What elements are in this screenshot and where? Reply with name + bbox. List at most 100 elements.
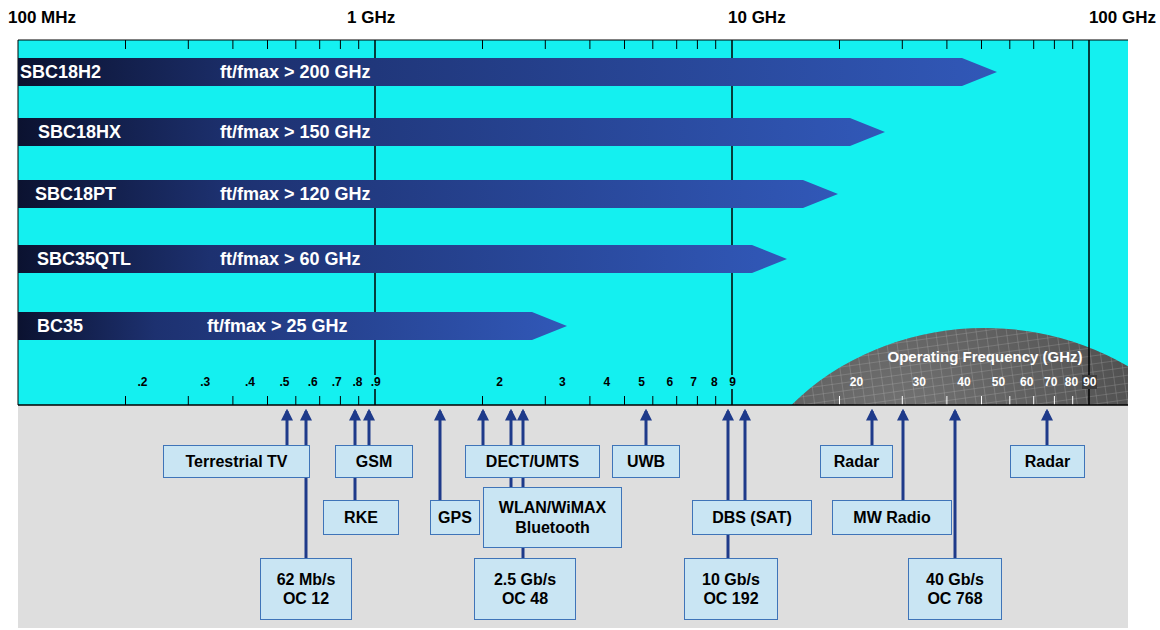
- pointer-arrow: [902, 411, 905, 500]
- axis-title: Operating Frequency (GHz): [887, 348, 1082, 366]
- axis-ticks: [126, 40, 716, 49]
- tick-label: 6: [665, 375, 674, 389]
- tick-label: .5: [278, 375, 290, 389]
- tick-label: 90: [1082, 375, 1097, 389]
- pointer-arrow: [727, 411, 730, 558]
- process-name: SBC18H2: [20, 58, 101, 86]
- application-label: Radar: [834, 452, 879, 471]
- application-box: Terrestrial TV: [163, 445, 310, 478]
- pointer-arrow: [744, 411, 747, 500]
- process-technology-bar: SBC18H2 ft/fmax > 200 GHz: [18, 58, 997, 86]
- application-box: DBS (SAT): [692, 500, 812, 535]
- process-technology-bar: SBC35QTLft/fmax > 60 GHz: [18, 245, 787, 273]
- tick-label: 2: [495, 375, 504, 389]
- frequency-spec: ft/fmax > 120 GHz: [220, 180, 371, 208]
- application-label: MW Radio: [853, 508, 930, 527]
- application-box: Radar: [820, 445, 893, 478]
- pointer-arrow: [439, 411, 442, 500]
- pointer-arrow: [286, 411, 289, 445]
- wafer: [725, 328, 1128, 405]
- application-label: Radar: [1025, 452, 1070, 471]
- application-label: 62 Mb/s OC 12: [270, 570, 342, 608]
- tick-label: .7: [331, 375, 343, 389]
- pointer-arrow: [368, 411, 371, 445]
- decade-line: [731, 40, 733, 405]
- application-label: GPS: [438, 508, 472, 527]
- tick-label: 3: [558, 375, 567, 389]
- application-box: UWB: [612, 445, 680, 478]
- wafer-illustration: [725, 328, 1128, 405]
- process-technology-bar: SBC18PT ft/fmax > 120 GHz: [18, 180, 838, 208]
- application-label: DBS (SAT): [712, 508, 792, 527]
- panel-top-line: [18, 40, 1128, 41]
- application-label: RKE: [344, 508, 378, 527]
- frequency-header: 100 MHz: [8, 8, 76, 28]
- pointer-arrow: [645, 411, 648, 445]
- application-label: 2.5 Gb/s OC 48: [488, 570, 562, 608]
- frequency-panel: [18, 40, 1128, 405]
- application-pointers: [287, 411, 1047, 558]
- frequency-header: 100 GHz: [1089, 8, 1156, 28]
- tick-label: 40: [956, 375, 971, 389]
- frequency-axis: [18, 404, 1128, 406]
- tick-label: .4: [244, 375, 256, 389]
- process-name: BC35: [37, 312, 83, 340]
- bar-arrow-shape: [18, 118, 885, 146]
- application-box: DECT/UMTS: [465, 445, 600, 478]
- axis-ticks: [840, 40, 1073, 49]
- tick-label: 70: [1043, 375, 1058, 389]
- tick-label: 80: [1064, 375, 1079, 389]
- application-box: MW Radio: [832, 500, 952, 535]
- application-band: [18, 405, 1128, 628]
- tick-label: 9: [728, 375, 737, 389]
- tick-label: 60: [1019, 375, 1034, 389]
- process-name: SBC18HX: [38, 118, 121, 146]
- application-box: 10 Gb/s OC 192: [684, 558, 778, 620]
- application-label: 40 Gb/s OC 768: [919, 570, 991, 608]
- pointer-arrow: [482, 411, 485, 445]
- decade-line: [374, 40, 376, 405]
- tick-label: .9: [370, 375, 382, 389]
- application-box: RKE: [323, 500, 399, 535]
- application-label: UWB: [627, 452, 665, 471]
- tick-label: .6: [307, 375, 319, 389]
- pointer-arrow: [954, 411, 957, 558]
- axis-ticks: [126, 396, 716, 405]
- bar-arrow-shape: [18, 58, 997, 86]
- pointer-arrow: [1046, 411, 1049, 445]
- tick-label: 7: [689, 375, 698, 389]
- bar-arrow-fill: [18, 58, 997, 86]
- application-label: Terrestrial TV: [186, 452, 288, 471]
- tick-label: 50: [991, 375, 1006, 389]
- panel-left-line: [18, 40, 19, 405]
- tick-label: .3: [199, 375, 211, 389]
- application-box: GPS: [430, 500, 480, 535]
- tick-label: .8: [351, 375, 363, 389]
- tick-label: .2: [136, 375, 148, 389]
- process-name: SBC18PT: [35, 180, 116, 208]
- bar-arrow-fill: [18, 180, 838, 208]
- frequency-spec: ft/fmax > 200 GHz: [220, 58, 371, 86]
- application-box: WLAN/WiMAX Bluetooth: [483, 487, 622, 548]
- frequency-spec: ft/fmax > 150 GHz: [220, 118, 371, 146]
- application-box: 2.5 Gb/s OC 48: [474, 558, 576, 620]
- tick-label: 5: [637, 375, 646, 389]
- tick-label: 8: [710, 375, 719, 389]
- bar-arrow-shape: [18, 180, 838, 208]
- pointer-arrow: [871, 411, 874, 445]
- decade-line: [1088, 40, 1090, 405]
- bar-arrow-fill: [18, 245, 787, 273]
- application-label: GSM: [356, 452, 392, 471]
- pointer-arrow: [305, 411, 308, 558]
- application-box: Radar: [1010, 445, 1085, 478]
- bar-arrow-fill: [18, 312, 567, 340]
- process-technology-bar: SBC18HX ft/fmax > 150 GHz: [18, 118, 885, 146]
- process-name: SBC35QTL: [37, 245, 131, 273]
- application-box: GSM: [335, 445, 413, 478]
- process-technology-bar: BC35ft/fmax > 25 GHz: [18, 312, 567, 340]
- application-label: WLAN/WiMAX Bluetooth: [494, 498, 611, 536]
- frequency-header: 10 GHz: [728, 8, 786, 28]
- application-label: DECT/UMTS: [486, 452, 579, 471]
- tick-label: 30: [912, 375, 927, 389]
